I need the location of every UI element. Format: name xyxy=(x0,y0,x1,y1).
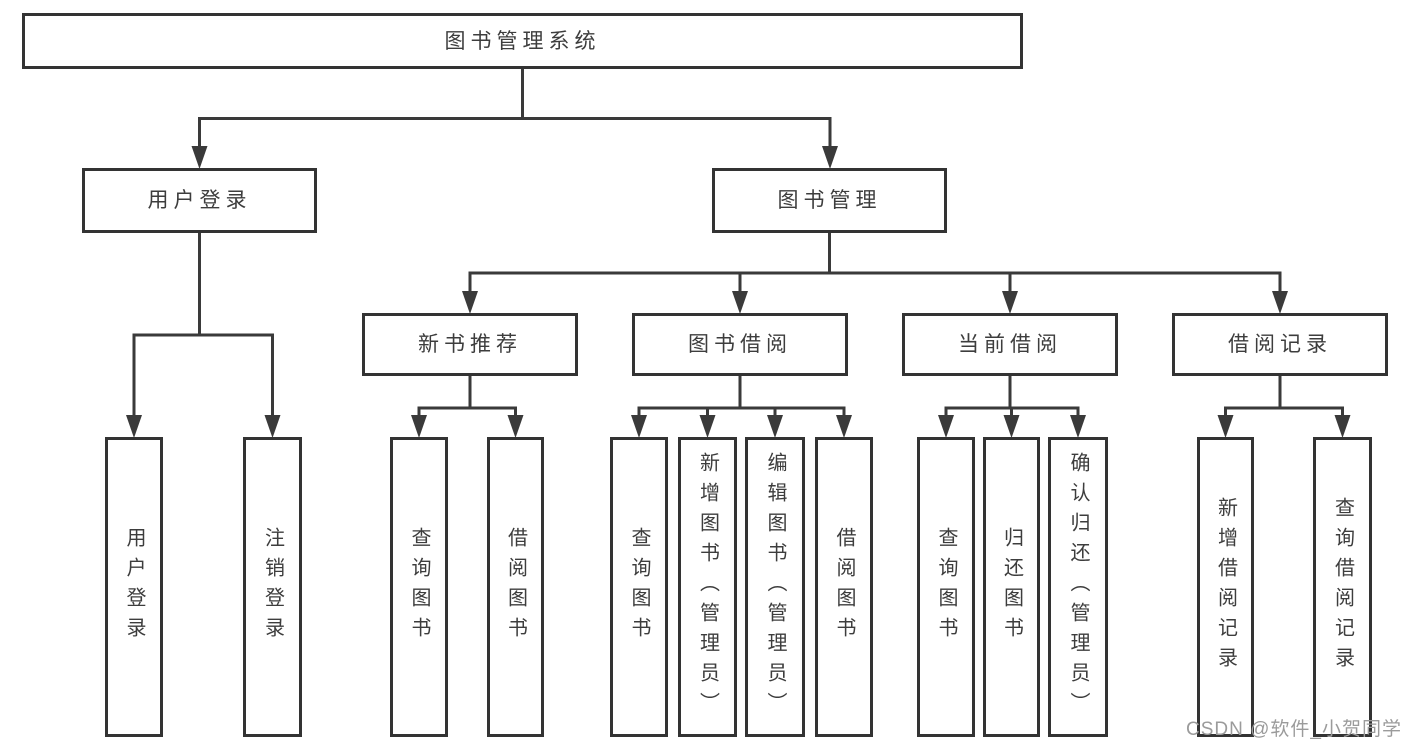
leaf-query-books-recommend: 查询图书 xyxy=(390,437,448,737)
leaf-borrow-books-recommend: 借阅图书 xyxy=(487,437,544,737)
leaf-query-books-recommend-label: 查询图书 xyxy=(408,527,430,647)
node-book-management-label: 图书管理 xyxy=(777,189,882,212)
node-library-system: 图书管理系统 xyxy=(22,13,1023,69)
leaf-return-books: 归还图书 xyxy=(983,437,1040,737)
leaf-add-borrow-record-label: 新增借阅记录 xyxy=(1214,497,1237,677)
leaf-confirm-return-admin: 确认归还（管理员） xyxy=(1048,437,1108,737)
leaf-query-borrow-record: 查询借阅记录 xyxy=(1313,437,1372,737)
node-borrowing-records: 借阅记录 xyxy=(1172,313,1388,376)
node-book-borrowing-label: 图书借阅 xyxy=(688,333,792,356)
leaf-user-login: 用户登录 xyxy=(105,437,163,737)
node-current-borrowing-label: 当前借阅 xyxy=(958,333,1062,356)
leaf-borrow-books-recommend-label: 借阅图书 xyxy=(504,527,527,647)
node-new-book-recommend: 新书推荐 xyxy=(362,313,578,376)
leaf-query-books-current-label: 查询图书 xyxy=(935,527,957,647)
node-book-management: 图书管理 xyxy=(712,168,947,233)
leaf-logout: 注销登录 xyxy=(243,437,302,737)
leaf-borrow-books-borrowing: 借阅图书 xyxy=(815,437,873,737)
leaf-confirm-return-admin-label: 确认归还（管理员） xyxy=(1067,452,1089,722)
leaf-logout-label: 注销登录 xyxy=(261,527,284,647)
csdn-watermark: CSDN @软件_小贺同学 xyxy=(1186,719,1402,740)
leaf-query-borrow-record-label: 查询借阅记录 xyxy=(1331,497,1354,677)
node-current-borrowing: 当前借阅 xyxy=(902,313,1118,376)
leaf-edit-books-admin-label: 编辑图书（管理员） xyxy=(764,452,786,722)
node-borrowing-records-label: 借阅记录 xyxy=(1228,333,1332,356)
leaf-edit-books-admin: 编辑图书（管理员） xyxy=(745,437,805,737)
leaf-borrow-books-borrowing-label: 借阅图书 xyxy=(833,527,855,647)
leaf-add-books-admin-label: 新增图书（管理员） xyxy=(696,452,719,722)
node-book-borrowing: 图书借阅 xyxy=(632,313,848,376)
leaf-add-borrow-record: 新增借阅记录 xyxy=(1197,437,1254,737)
node-new-book-recommend-label: 新书推荐 xyxy=(418,333,522,356)
leaf-user-login-label: 用户登录 xyxy=(123,527,145,647)
node-user-login-group: 用户登录 xyxy=(82,168,317,233)
leaf-query-books-current: 查询图书 xyxy=(917,437,975,737)
leaf-return-books-label: 归还图书 xyxy=(1000,527,1023,647)
leaf-add-books-admin: 新增图书（管理员） xyxy=(678,437,737,737)
node-user-login-group-label: 用户登录 xyxy=(147,189,252,212)
node-library-system-label: 图书管理系统 xyxy=(444,29,601,53)
leaf-query-books-borrowing: 查询图书 xyxy=(610,437,668,737)
leaf-query-books-borrowing-label: 查询图书 xyxy=(628,527,650,647)
